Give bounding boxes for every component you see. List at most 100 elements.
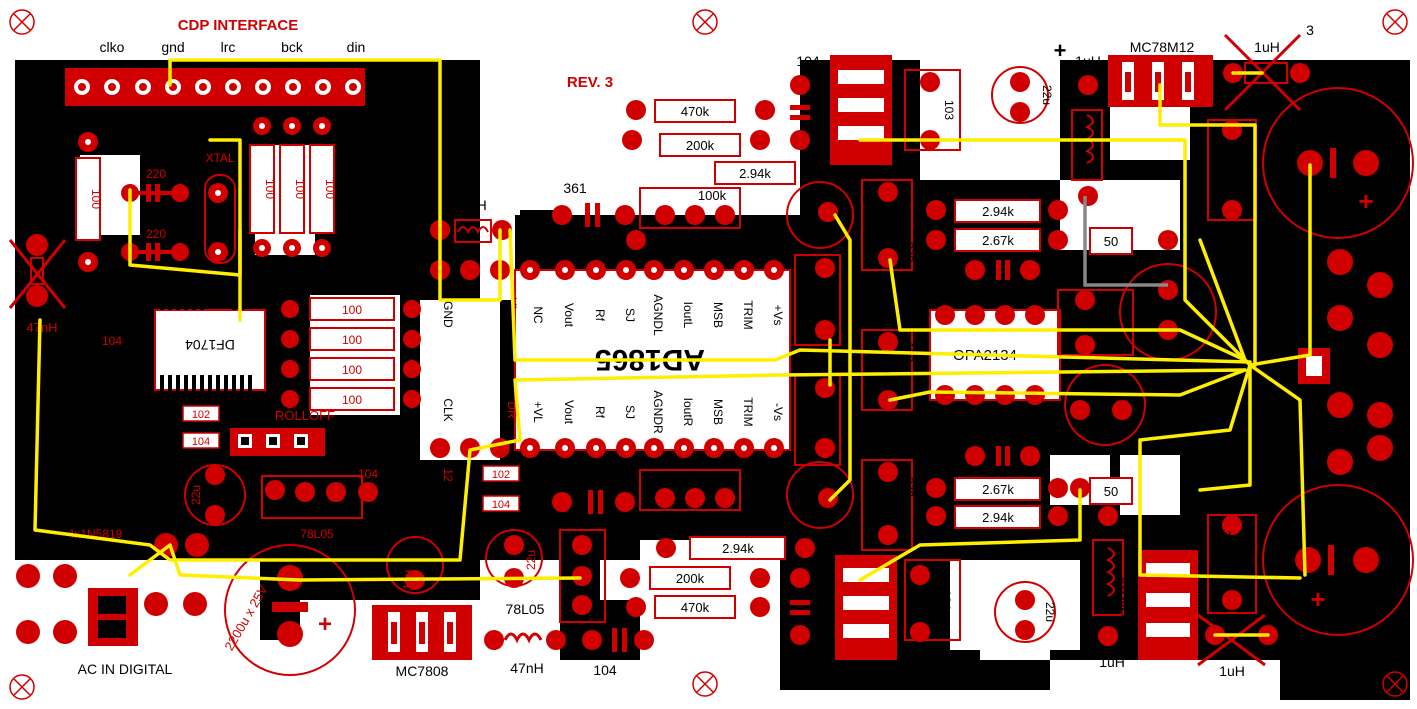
jumper-diag-top <box>1198 238 1247 362</box>
resistor-100-h1-label: 100 <box>342 303 362 317</box>
diode-analog-label: 4x1N5819 <box>1395 333 1409 388</box>
inductor-1uh-bottom: 1uH <box>1092 539 1125 670</box>
capacitor-102-dac-label: 102 <box>492 469 510 481</box>
resistor-50-bottom-label: 50 <box>1104 484 1118 499</box>
capacitor-334-top-label: 334 <box>1219 180 1233 200</box>
capacitor-102-104-digital: 102 104 <box>182 405 220 449</box>
rolloff-jumper: ROLLOFF <box>230 408 335 456</box>
plus-analog-top: + <box>1054 38 1067 63</box>
mounting-hole-bottom-right <box>1382 671 1408 697</box>
jumper-analog-bus-top <box>508 228 1252 364</box>
xtal-label: XTAL <box>205 151 234 165</box>
resistor-100-b-label: 100 <box>293 179 307 199</box>
capacitor-100u-bottom-label: 100u <box>1099 374 1126 388</box>
dac-pin-top-6: MSB <box>711 302 725 328</box>
dac-lower-resistor-network: 100k 2.94k 200k 470k <box>620 469 815 619</box>
capacitor-22u-opamp-top-label: 22u <box>805 232 825 246</box>
capacitor-104-opamp-bottom-label: 104 <box>840 428 854 448</box>
pin-label-lrc: lrc <box>221 39 236 55</box>
capacitor-22u-dac-label: 22u <box>524 550 538 570</box>
resistor-294k-opamp-top-label: 2.94k <box>982 204 1014 219</box>
regulator-78l05-digital: 104 78L05 <box>261 467 378 541</box>
capacitor-272-pair: 272 272 <box>861 179 916 551</box>
capacitor-272-top-label: 272 <box>902 242 916 262</box>
inductor-47n-removed-left: 47nH <box>8 234 67 335</box>
jumper-opamp-top <box>888 258 1247 362</box>
jumper-gnd <box>168 58 502 302</box>
jumper-cap-bottom <box>1248 363 1307 577</box>
capacitor-22u-analog-top: 22u <box>991 66 1054 124</box>
resistor-294k-opamp-bottom-label: 2.94k <box>982 510 1014 525</box>
capacitor-104-analog-bottom-label: 104 <box>788 653 812 669</box>
capacitor-22u-analog-top-label: 22u <box>1040 85 1054 105</box>
capacitor-272-bottom-label: 272 <box>902 477 916 497</box>
resistor-200k-bottom-label: 200k <box>676 571 705 586</box>
dac-pin-bottom-6: MSB <box>711 399 725 425</box>
dac-pin-top-4: AGNDL <box>651 294 665 336</box>
mounting-hole-bottom-mid <box>692 671 718 697</box>
dac-pin-top-0: NC <box>531 306 545 324</box>
resistor-100-left: 100 <box>75 132 103 272</box>
capacitor-104-analog-top: 104 <box>790 53 820 150</box>
jumper-mc79-bottom <box>858 488 1082 582</box>
resistor-200k-top-label: 200k <box>686 138 715 153</box>
jumper-wires <box>33 58 1312 637</box>
resistor-294k-bottom-label: 2.94k <box>722 541 754 556</box>
plus-digital-cap: + <box>318 611 332 638</box>
trimmer-100k-top-label: 100k <box>698 188 727 203</box>
plus-2200u-bottom: + <box>1310 584 1325 614</box>
capacitor-22u-opamp-top: 22u <box>786 181 854 249</box>
regulator-mc79m12: MC79M12 <box>1119 550 1198 660</box>
rolloff-label: ROLLOFF <box>275 408 335 423</box>
regulator-78l05-b-label: 78L05 <box>506 601 545 617</box>
board-title: CDP INTERFACE <box>178 17 299 34</box>
regulator-mc7808: MC7808 <box>372 605 472 679</box>
regulator-mc78m05-label: MC78M05 <box>816 582 830 638</box>
dac-pin-24: 24 <box>769 233 783 247</box>
regulator-mc78m05-bottom: MC78M05 <box>816 555 897 660</box>
mounting-hole-top-left <box>9 9 35 35</box>
capacitor-104-bottom-label: 104 <box>593 662 617 678</box>
dac-pin-bottom-7: TRIM <box>741 397 755 426</box>
inductor-47n-dac-label: 47nH <box>453 197 486 213</box>
dac-pin-bottom-3: SJ <box>623 405 637 419</box>
capacitor-22u-opamp-bottom: 22u <box>786 461 854 529</box>
capacitor-681-bottom: 681 <box>965 430 1040 466</box>
capacitor-361-top-label: 361 <box>563 180 587 196</box>
capacitor-681-top: 681 <box>965 260 1040 295</box>
ac-in-digital-label: AC IN DIGITAL <box>78 661 173 677</box>
capacitor-103-mid: 103 <box>861 329 916 411</box>
mounting-hole-top-mid <box>692 9 718 35</box>
resistor-network-opamp-top: 2.94k 2.67k 50 <box>926 199 1178 255</box>
cdp-connector <box>65 68 365 106</box>
diode-bridge-analog: 4x1N5819 <box>1327 249 1409 475</box>
inductor-1uh-top: 1uH <box>1071 53 1103 206</box>
jumper-digital-supply <box>33 318 522 562</box>
resistor-100-h2-label: 100 <box>342 333 362 347</box>
capacitor-334-bottom: 334 <box>1207 514 1257 614</box>
tick-mark: 3 <box>1306 22 1314 38</box>
dac-upper-resistor-network: 470k 200k 2.94k 100k <box>622 99 796 250</box>
capacitor-104-reg-bottom-label: 104 <box>939 590 953 610</box>
capacitor-2200u-top-label: 2200u x 25V <box>1289 114 1362 129</box>
jumper-mc78m12 <box>1158 83 1257 367</box>
capacitor-103-top: 103 <box>904 69 961 151</box>
capacitor-22u-analog-bottom-label: 22u <box>1043 602 1057 622</box>
capacitor-22u-digital-label: 22u <box>189 485 203 505</box>
inductor-1uh-top-label: 1uH <box>1075 53 1101 69</box>
regulator-mc7808-label: MC7808 <box>396 663 449 679</box>
resistor-100-horizontal-bank: 100 100 100 100 <box>281 297 421 411</box>
dac-filter-chip-df1704: DF1704 <box>154 296 266 400</box>
capacitor-361-bottom: 361 <box>552 473 635 514</box>
resistor-100-series: 100 100 100 <box>249 117 337 257</box>
capacitor-100u-bottom: 100u <box>1064 364 1146 446</box>
capacitor-104-78l05-label: 104 <box>358 467 378 481</box>
resistor-470k-top-label: 470k <box>681 104 710 119</box>
capacitor-361-bottom-label: 361 <box>578 473 602 489</box>
capacitor-2200u-top: 2200u x 25V + <box>1262 87 1414 239</box>
dac-pin-dgnd: DGND <box>441 292 455 328</box>
dac-pin-clk: CLK <box>441 398 455 421</box>
pin-label-din: din <box>347 39 366 55</box>
regulator-mc78m12-label: MC78M12 <box>1130 39 1195 55</box>
